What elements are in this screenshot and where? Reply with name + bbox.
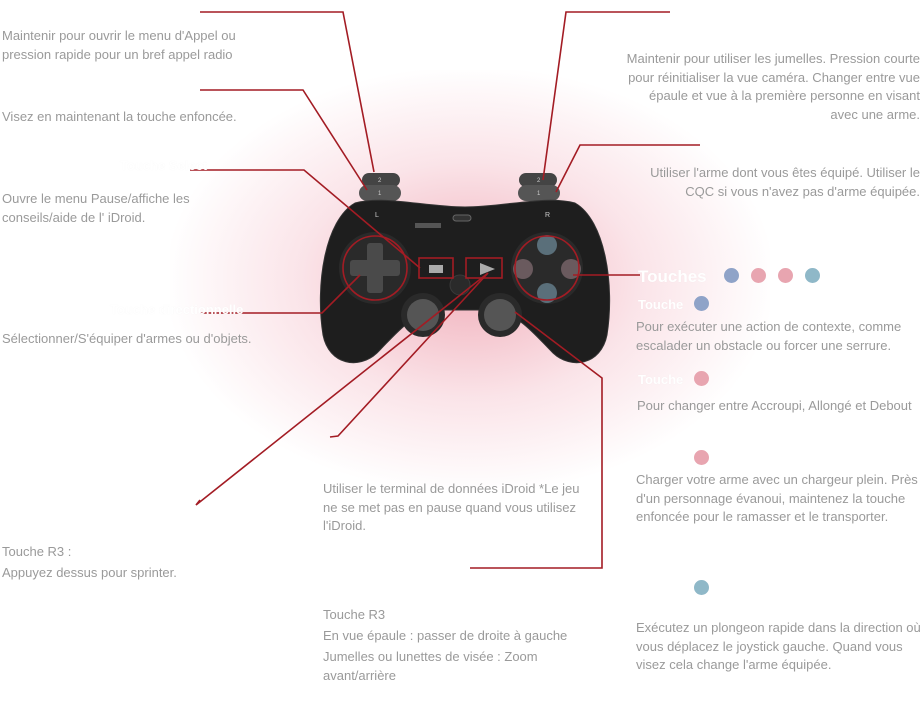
cross-button <box>537 283 557 303</box>
select-highlight <box>418 257 454 279</box>
circle-desc: Pour changer entre Accroupi, Allongé et … <box>637 398 912 413</box>
line-start <box>195 272 489 506</box>
r-label: R <box>545 212 550 219</box>
l2-label: 2 <box>378 178 382 184</box>
cross-desc: Pour exécuter une action de contexte, co… <box>636 319 902 353</box>
cross-label: Touche <box>638 297 684 312</box>
circle-icon <box>751 268 766 283</box>
touches-label: Touches <box>638 267 707 286</box>
player-leds <box>415 223 441 228</box>
circle-icon-small <box>694 371 709 386</box>
select-button <box>429 265 443 273</box>
line-l1 <box>200 89 368 191</box>
r3-line2: Jumelles ou lunettes de visée : Zoom ava… <box>323 649 538 683</box>
select-label: Touche Select <box>120 158 208 173</box>
triangle-button <box>537 235 557 255</box>
start-desc: Utiliser le terminal de données iDroid *… <box>323 481 580 533</box>
dpad-label: Touche directionnelle <box>110 302 244 317</box>
line-r3 <box>470 311 603 569</box>
cross-icon <box>724 268 739 283</box>
aim-desc: Visez en maintenant la touche enfoncée. <box>2 109 237 124</box>
cross-icon-small <box>694 296 709 311</box>
line-select <box>190 169 421 269</box>
dpad-horizontal <box>350 260 400 276</box>
triangle-icon-small <box>694 580 709 595</box>
start-button <box>480 263 495 275</box>
circle-label: Touche <box>638 372 684 387</box>
dpad-highlight <box>342 235 408 301</box>
r1-label: 1 <box>537 191 541 197</box>
r2-label: 2 <box>537 178 541 184</box>
square-desc: Charger votre arme avec un chargeur plei… <box>636 472 918 524</box>
triangle-icon <box>805 268 820 283</box>
square-icon <box>778 268 793 283</box>
equip-desc: Sélectionner/S'équiper d'armes ou d'obje… <box>2 331 252 346</box>
usb-port <box>452 214 472 222</box>
line-r1 <box>555 144 700 193</box>
face-ring <box>511 232 583 304</box>
right-stick <box>484 299 516 331</box>
line-dpad <box>200 274 361 314</box>
line-start2 <box>329 272 489 438</box>
left-stick <box>407 299 439 331</box>
circle-button <box>561 259 581 279</box>
square-button <box>513 259 533 279</box>
l3-title: Touche R3 : <box>2 544 72 559</box>
triangle-desc: Exécutez un plongeon rapide dans la dire… <box>636 620 921 672</box>
r3-title: Touche R3 <box>323 607 386 622</box>
r3-line1: En vue épaule : passer de droite à gauch… <box>323 628 568 643</box>
r2-trigger <box>519 173 557 187</box>
face-highlight <box>514 235 580 301</box>
binoculars-desc: Maintenir pour utiliser les jumelles. Pr… <box>626 51 920 122</box>
square-icon-small <box>694 450 709 465</box>
l1-shoulder <box>359 185 401 201</box>
l-label: L <box>375 212 379 219</box>
l3-desc: Appuyez dessus pour sprinter. <box>2 565 177 580</box>
line-l2 <box>200 11 375 173</box>
call-desc: Maintenir pour ouvrir le menu d'Appel ou… <box>2 28 236 62</box>
start-highlight <box>465 257 503 279</box>
pause-desc: Ouvre le menu Pause/affiche les conseils… <box>2 191 190 225</box>
l2-trigger <box>362 173 400 187</box>
r1-shoulder <box>518 185 560 201</box>
fire-desc: Utiliser l'arme dont vous êtes équipé. U… <box>650 165 920 199</box>
l1-label: 1 <box>378 191 382 197</box>
line-r2 <box>542 11 670 181</box>
